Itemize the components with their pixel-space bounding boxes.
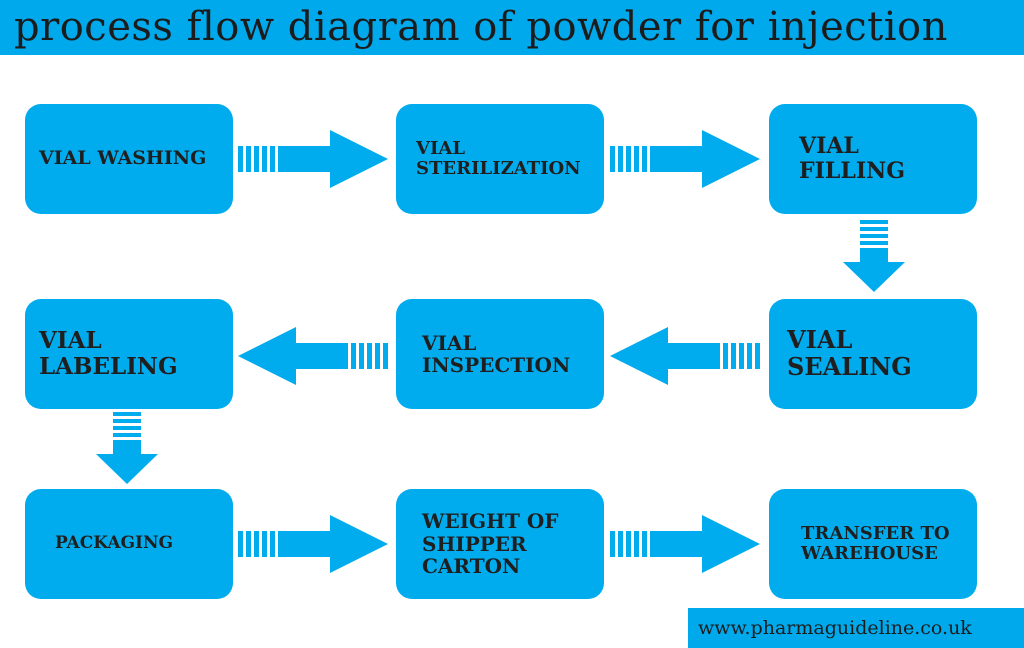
step-label-line: SHIPPER	[422, 531, 527, 556]
diagram-title: process flow diagram of powder for injec…	[14, 4, 948, 50]
title-banner: process flow diagram of powder for injec…	[0, 0, 1024, 55]
arrow-right-icon	[238, 515, 388, 573]
step-weight-of-shipper-carton: WEIGHT OF SHIPPER CARTON	[396, 489, 604, 599]
step-label-line: STERILIZATION	[416, 158, 581, 179]
arrow-right-icon	[238, 130, 388, 188]
step-label-line: WAREHOUSE	[801, 543, 938, 564]
step-label-line: VIAL	[416, 137, 466, 159]
step-vial-washing: VIAL WASHING	[25, 104, 233, 214]
arrow-down-icon	[843, 220, 905, 292]
step-label-line: WEIGHT OF	[422, 509, 559, 534]
step-vial-sealing: VIAL SEALING	[769, 299, 977, 409]
step-label-line: PACKAGING	[55, 533, 174, 554]
footer-url: www.pharmaguideline.co.uk	[698, 617, 972, 639]
step-vial-labeling: VIAL LABELING	[25, 299, 233, 409]
arrow-left-icon	[610, 327, 760, 385]
step-label-line: VIAL WASHING	[39, 147, 207, 170]
arrow-down-icon	[96, 412, 158, 484]
step-packaging: PACKAGING	[25, 489, 233, 599]
step-vial-sterilization: VIAL STERILIZATION	[396, 104, 604, 214]
step-label-line: VIAL	[39, 327, 102, 355]
arrow-right-icon	[610, 515, 760, 573]
step-label-line: FILLING	[799, 158, 906, 184]
step-label-line: VIAL	[787, 325, 853, 355]
step-label-line: LABELING	[39, 353, 178, 380]
step-vial-filling: VIAL FILLING	[769, 104, 977, 214]
step-label-line: CARTON	[422, 554, 521, 579]
step-label-line: INSPECTION	[422, 353, 571, 377]
step-label-line: TRANSFER TO	[801, 522, 950, 544]
step-transfer-to-warehouse: TRANSFER TO WAREHOUSE	[769, 489, 977, 599]
footer-banner: www.pharmaguideline.co.uk	[688, 608, 1024, 648]
step-label-line: VIAL	[799, 133, 859, 160]
step-label-line: SEALING	[787, 352, 912, 381]
arrow-left-icon	[238, 327, 388, 385]
arrow-right-icon	[610, 130, 760, 188]
step-label-line: VIAL	[422, 330, 477, 355]
step-vial-inspection: VIAL INSPECTION	[396, 299, 604, 409]
